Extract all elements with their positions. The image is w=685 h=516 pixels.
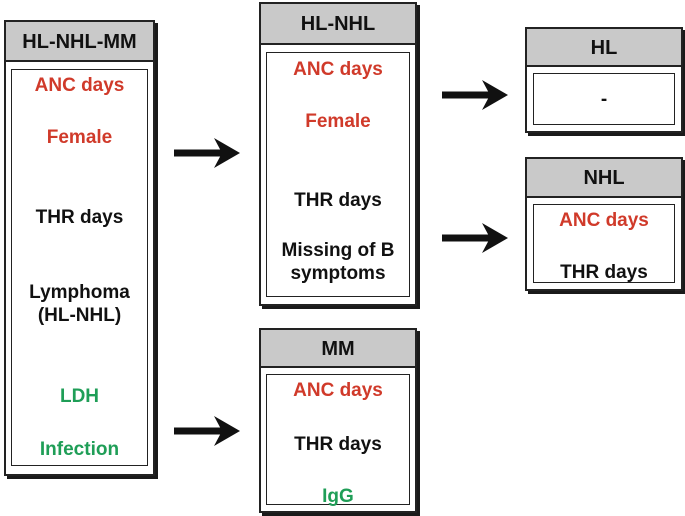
box-content: - [533, 73, 675, 125]
box-content: ANC days THR days [533, 204, 675, 283]
box-title: HL-NHL [261, 4, 415, 45]
box-mm: MM ANC days THR days IgG [259, 328, 417, 513]
item-thr-days: THR days [294, 190, 382, 211]
item-ldh: LDH [59, 386, 100, 407]
box-hl-nhl: HL-NHL ANC days Female THR days Missing … [259, 2, 417, 306]
box-content: ANC days Female THR days Lymphoma (HL-NH… [11, 69, 148, 466]
arrow-to-hl-nhl-icon [174, 138, 240, 168]
item-thr-days: THR days [294, 434, 382, 455]
box-hl: HL - [525, 27, 683, 133]
item-anc-days: ANC days [293, 59, 383, 80]
item-thr-days: THR days [560, 262, 648, 283]
item-infection: Infection [39, 439, 120, 460]
item-igg: IgG [322, 486, 354, 507]
box-title: NHL [527, 159, 681, 198]
arrow-to-nhl-icon [442, 223, 508, 253]
box-title: HL-NHL-MM [6, 22, 153, 62]
box-nhl: NHL ANC days THR days [525, 157, 683, 291]
arrow-to-hl-icon [442, 80, 508, 110]
item-lymphoma: Lymphoma (HL-NHL) [29, 282, 130, 326]
arrow-to-mm-icon [174, 416, 240, 446]
item-missing-b-symptoms: Missing of B symptoms [281, 240, 395, 284]
box-content: ANC days THR days IgG [266, 374, 410, 507]
box-hl-nhl-mm: HL-NHL-MM ANC days Female THR days Lymph… [4, 20, 155, 476]
item-anc-days: ANC days [559, 210, 649, 231]
box-content: ANC days Female THR days Missing of B sy… [266, 52, 410, 297]
box-title: HL [527, 29, 681, 67]
item-anc-days: ANC days [34, 75, 125, 96]
item-dash: - [600, 89, 608, 110]
item-thr-days: THR days [35, 207, 124, 228]
box-title: MM [261, 330, 415, 368]
item-female: Female [305, 111, 371, 132]
item-female: Female [46, 127, 113, 148]
item-anc-days: ANC days [293, 380, 383, 401]
